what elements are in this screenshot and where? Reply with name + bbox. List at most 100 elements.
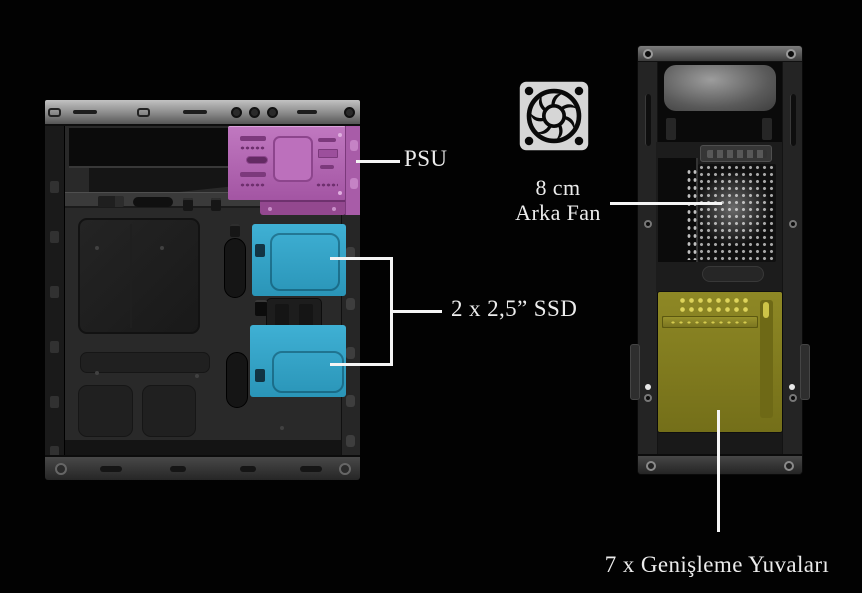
foot-screw: [55, 463, 67, 475]
thumbscrew: [789, 384, 795, 390]
psu-vent: [240, 136, 266, 141]
vent-slot: [702, 266, 764, 282]
screw-hole: [95, 371, 99, 375]
case-rear-view: [630, 46, 810, 474]
retention-clip: [137, 108, 150, 117]
panel-clip: [350, 140, 358, 151]
psu-label: PSU: [404, 146, 448, 171]
psu-bracket-highlight: [260, 200, 346, 215]
screw-hole: [267, 107, 278, 118]
vent-perforation: [686, 168, 698, 260]
vent-slot: [297, 110, 317, 114]
rear-fan-label-line2: Arka Fan: [515, 200, 601, 225]
panel-clip: [350, 178, 358, 189]
screw-hole: [280, 426, 284, 430]
vent-slot: [100, 466, 122, 472]
foot-screw: [784, 461, 794, 471]
vent-slot: [73, 110, 97, 114]
panel-clip: [50, 396, 59, 408]
ssd-callout-bracket-vertical: [390, 257, 393, 366]
ssd-bay-highlight-upper: [252, 224, 346, 296]
rear-mid-section: [656, 142, 782, 292]
cable-tie-bracket: [255, 300, 267, 316]
psu-vent: [320, 165, 334, 169]
fan-icon: [517, 79, 591, 153]
expansion-callout-line: [717, 410, 720, 532]
expansion-slot-list: [662, 316, 758, 430]
vent-slot: [170, 466, 186, 472]
cpu-cooler-cutout: [78, 218, 200, 334]
ssd-tray-outline: [272, 351, 344, 393]
vent-slot: [183, 110, 207, 114]
panel-clip: [50, 286, 59, 298]
screw-hole: [231, 107, 242, 118]
cage-column: [275, 304, 289, 330]
expansion-label: 7 x Genişleme Yuvaları: [604, 552, 830, 577]
rear-fan-mesh: [698, 164, 776, 262]
screw-hole: [160, 246, 164, 250]
cage-column: [299, 304, 313, 330]
screw-hole: [789, 394, 797, 402]
rear-top-rail: [638, 46, 802, 62]
screw-hole: [268, 207, 272, 211]
cable-grommet: [226, 352, 248, 408]
panel-clip: [346, 247, 355, 259]
screw-hole: [249, 107, 260, 118]
panel-clip: [346, 435, 355, 447]
expansion-bracket-rail: [760, 300, 773, 418]
foot-screw: [646, 461, 656, 471]
psu-vent: [318, 138, 336, 142]
screw-hole: [195, 374, 199, 378]
psu-mount-opening: [658, 62, 782, 146]
ssd-callout-bracket-bottom: [330, 363, 392, 366]
cable-grommet: [224, 238, 246, 298]
panel-clip: [50, 341, 59, 353]
rear-side-rail-left: [638, 62, 658, 454]
thumbscrew: [786, 49, 796, 59]
psu-vent: [240, 172, 266, 177]
screw-hole: [338, 133, 342, 137]
thumbscrew: [645, 384, 651, 390]
psu-switch: [318, 149, 338, 158]
expansion-vent-honeycomb: [678, 296, 750, 314]
psu-callout-line: [356, 160, 400, 163]
serial-label-plate: [700, 145, 772, 162]
tray-recess: [78, 385, 133, 437]
psu-mount-cover: [664, 65, 776, 111]
ssd-label: 2 x 2,5” SSD: [451, 296, 578, 321]
side-panel-tab: [800, 344, 810, 400]
cable-tie-bracket: [255, 244, 265, 257]
drive-bay-opening: [69, 128, 237, 168]
embossed-text: [707, 150, 767, 158]
ssd-callout-bracket-top: [330, 257, 392, 260]
case-front-edge: [45, 126, 65, 458]
vent-slot: [645, 94, 651, 146]
panel-clip: [346, 347, 355, 359]
psu-rail-highlight: [345, 126, 360, 215]
rear-fan-label: 8 cm Arka Fan: [498, 175, 618, 225]
cable-tie-bracket: [255, 369, 265, 382]
psu-socket: [246, 156, 268, 164]
tray-recess: [142, 385, 196, 437]
ssd-callout-line: [392, 310, 442, 313]
psu-highlight: [228, 126, 346, 200]
ssd-tray-outline: [270, 233, 340, 291]
side-panel-tab: [630, 344, 640, 400]
rear-fan-callout-line: [610, 202, 722, 205]
tray-recess: [80, 352, 210, 373]
screw-hole: [344, 107, 355, 118]
screw-hole: [338, 191, 342, 195]
psu-fan-plate: [273, 136, 313, 182]
foot-screw: [339, 463, 351, 475]
vent-slot: [790, 94, 796, 146]
screw-hole: [644, 220, 652, 228]
cable-slot: [133, 197, 173, 207]
thumbscrew: [643, 49, 653, 59]
case-bottom-panel: [45, 455, 360, 480]
slot-vent-holes: [669, 320, 751, 325]
case-top-panel: [45, 100, 360, 126]
vent-slot: [240, 466, 256, 472]
screw-hole: [789, 220, 797, 228]
panel-clip: [50, 181, 59, 193]
